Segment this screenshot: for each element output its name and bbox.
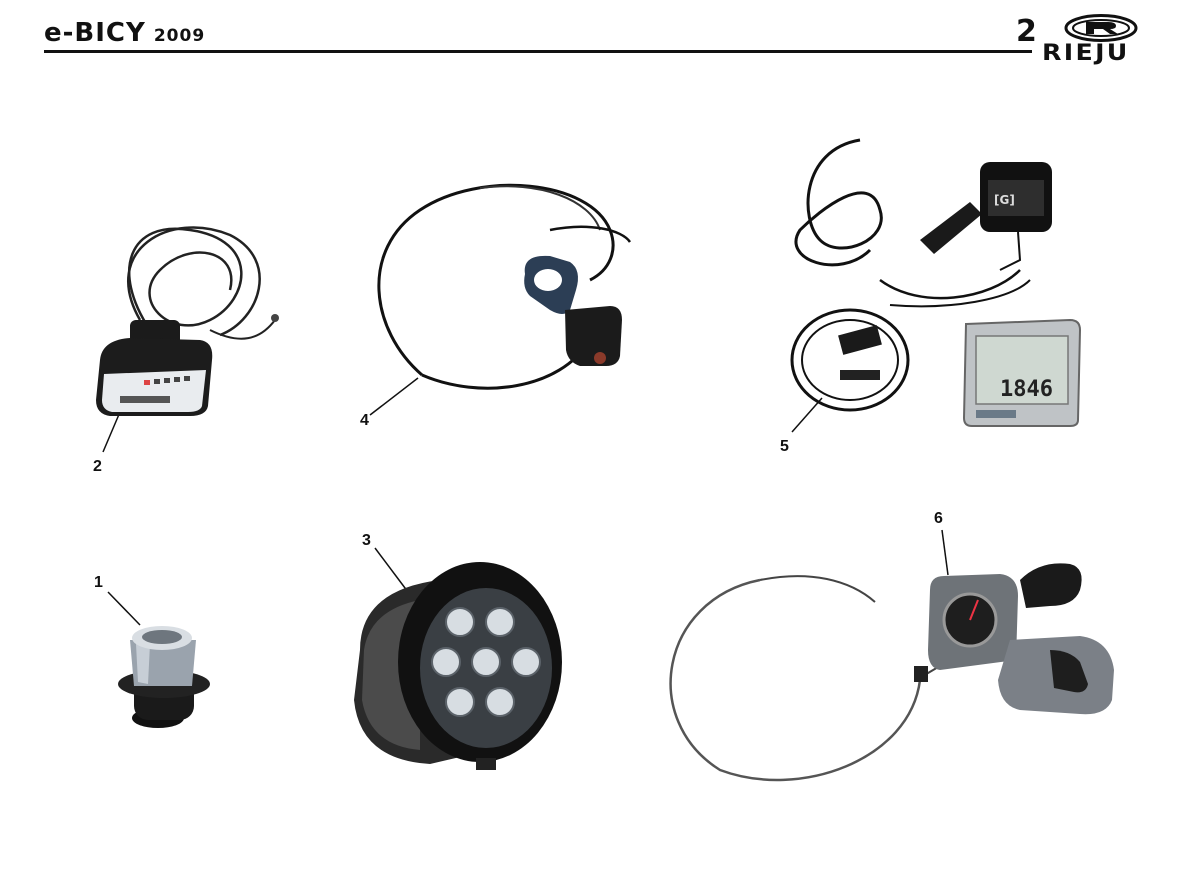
header-rule <box>44 50 1032 53</box>
part-5: [G] 1846 5 <box>780 130 1100 455</box>
callout-1: 1 <box>94 574 103 591</box>
cycle-computer-icon: [G] 1846 <box>790 138 1082 427</box>
gear-shifter-icon <box>669 563 1114 782</box>
page-header: e-BICY 2009 2 RIEJU <box>0 0 1200 70</box>
part-4: 4 <box>360 170 660 429</box>
part-2: 2 <box>90 210 290 475</box>
svg-text:1846: 1846 <box>1000 377 1053 402</box>
callout-5: 5 <box>780 438 789 455</box>
model-year: 2009 <box>153 26 206 46</box>
callout-3: 3 <box>362 532 371 549</box>
part-3: 3 <box>340 532 570 780</box>
led-headlight-icon <box>354 562 562 770</box>
throttle-switch-icon <box>377 183 632 390</box>
catalog-title: e-BICY 2009 <box>44 18 205 48</box>
part-1: 1 <box>94 574 230 740</box>
callout-6: 6 <box>934 510 943 527</box>
part-6: 6 <box>640 510 1120 800</box>
callout-2: 2 <box>93 458 102 475</box>
battery-indicator-icon <box>96 226 279 416</box>
brand-emblem-icon <box>1064 14 1138 42</box>
model-name: e-BICY <box>44 18 146 48</box>
brand-logo: RIEJU <box>1040 14 1170 66</box>
grip-bell-icon <box>118 626 210 728</box>
svg-text:[G]: [G] <box>994 193 1015 207</box>
page-number: 2 <box>1016 14 1037 49</box>
callout-4: 4 <box>360 412 369 429</box>
brand-name: RIEJU <box>1042 41 1130 66</box>
